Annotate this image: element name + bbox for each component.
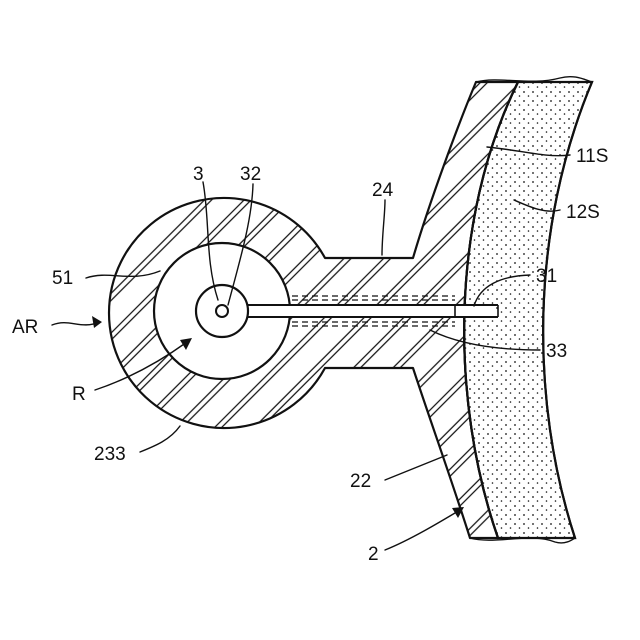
leader-2 — [385, 510, 460, 550]
label-51: 51 — [52, 268, 73, 289]
label-22: 22 — [350, 471, 371, 492]
arrowhead-ar — [92, 316, 102, 328]
label-ar: AR — [12, 317, 38, 338]
label-24: 24 — [372, 180, 394, 201]
label-2: 2 — [368, 544, 379, 565]
label-31: 31 — [536, 266, 557, 287]
channel — [248, 305, 496, 317]
label-3: 3 — [193, 164, 204, 185]
label-11s: 11S — [576, 146, 608, 167]
leader-ar — [52, 322, 100, 325]
label-32: 32 — [240, 164, 261, 185]
label-12s: 12S — [566, 202, 600, 223]
label-r: R — [72, 384, 86, 405]
leader-22 — [385, 455, 447, 480]
leader-233 — [140, 426, 180, 452]
label-33: 33 — [546, 341, 567, 362]
label-233: 233 — [94, 444, 126, 465]
center-dot — [216, 305, 228, 317]
leader-24 — [382, 200, 385, 255]
